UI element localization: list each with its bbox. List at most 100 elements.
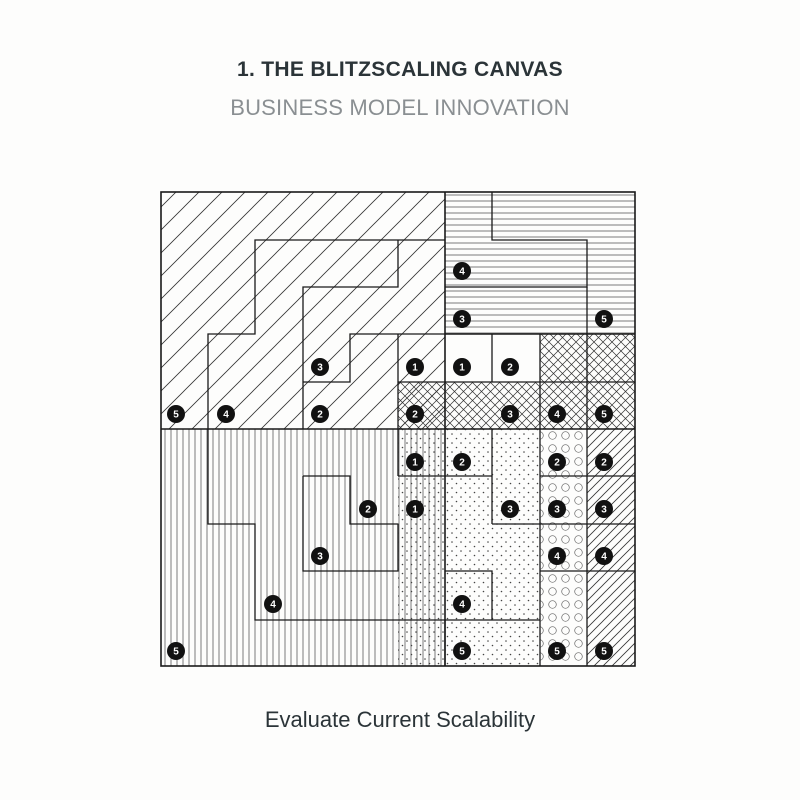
badge-number: 2 xyxy=(507,363,513,374)
badge-number: 1 xyxy=(412,458,418,469)
step-badge-3: 3 xyxy=(311,358,329,376)
step-badge-4: 4 xyxy=(217,405,235,423)
badge-circle xyxy=(453,358,471,376)
badge-circle xyxy=(548,405,566,423)
badge-number: 5 xyxy=(601,315,607,326)
badge-number: 4 xyxy=(459,600,465,611)
badge-circle xyxy=(264,595,282,613)
step-badge-5: 5 xyxy=(595,405,613,423)
badge-circle xyxy=(501,500,519,518)
badge-number: 2 xyxy=(412,410,418,421)
crosshatch-region-center xyxy=(398,382,540,429)
badge-circle xyxy=(406,453,424,471)
badge-number: 3 xyxy=(507,505,513,516)
badge-circle xyxy=(501,358,519,376)
step-badge-5: 5 xyxy=(595,642,613,660)
badge-circle xyxy=(453,642,471,660)
step-badge-5: 5 xyxy=(595,310,613,328)
badge-number: 3 xyxy=(317,363,323,374)
badge-circle xyxy=(453,595,471,613)
badge-circle xyxy=(548,642,566,660)
badge-number: 5 xyxy=(173,410,179,421)
badge-number: 2 xyxy=(554,458,560,469)
badge-circle xyxy=(595,642,613,660)
badge-circle xyxy=(217,405,235,423)
badge-circle xyxy=(311,405,329,423)
canvas-subtitle: BUSINESS MODEL INNOVATION xyxy=(230,95,570,120)
badge-circle xyxy=(167,642,185,660)
step-badge-2: 2 xyxy=(311,405,329,423)
badge-number: 4 xyxy=(554,410,560,421)
badge-number: 4 xyxy=(554,552,560,563)
step-badge-1: 1 xyxy=(406,500,424,518)
dotted-region xyxy=(398,429,540,666)
step-badge-3: 3 xyxy=(595,500,613,518)
badge-circle xyxy=(311,358,329,376)
badge-circle xyxy=(548,547,566,565)
step-badge-3: 3 xyxy=(311,547,329,565)
badge-number: 3 xyxy=(459,315,465,326)
step-badge-1: 1 xyxy=(453,358,471,376)
badge-circle xyxy=(359,500,377,518)
badge-number: 4 xyxy=(459,267,465,278)
step-badge-2: 2 xyxy=(406,405,424,423)
step-badge-4: 4 xyxy=(264,595,282,613)
fine-diagonal-column xyxy=(587,429,635,666)
badge-circle xyxy=(406,405,424,423)
step-badge-2: 2 xyxy=(595,453,613,471)
canvas-title: 1. THE BLITZSCALING CANVAS xyxy=(237,58,563,81)
step-badge-1: 1 xyxy=(406,358,424,376)
badge-circle xyxy=(548,500,566,518)
badge-number: 3 xyxy=(554,505,560,516)
step-badge-4: 4 xyxy=(548,547,566,565)
badge-circle xyxy=(595,310,613,328)
badge-circle xyxy=(548,453,566,471)
step-badge-3: 3 xyxy=(548,500,566,518)
badge-circle xyxy=(595,500,613,518)
badge-number: 5 xyxy=(554,647,560,658)
step-badge-5: 5 xyxy=(453,642,471,660)
badge-number: 5 xyxy=(601,410,607,421)
step-badge-4: 4 xyxy=(453,595,471,613)
badge-circle xyxy=(595,547,613,565)
badge-number: 3 xyxy=(601,505,607,516)
step-badge-3: 3 xyxy=(453,310,471,328)
badge-number: 2 xyxy=(601,458,607,469)
step-badge-5: 5 xyxy=(548,642,566,660)
badge-number: 3 xyxy=(507,410,513,421)
step-badge-2: 2 xyxy=(453,453,471,471)
step-badge-5: 5 xyxy=(167,405,185,423)
step-badge-2: 2 xyxy=(359,500,377,518)
badge-circle xyxy=(595,453,613,471)
badge-number: 1 xyxy=(459,363,465,374)
badge-circle xyxy=(453,262,471,280)
badge-number: 3 xyxy=(317,552,323,563)
circles-column xyxy=(540,429,587,666)
badge-number: 5 xyxy=(601,647,607,658)
badge-number: 5 xyxy=(173,647,179,658)
badge-circle xyxy=(406,500,424,518)
badge-number: 5 xyxy=(459,647,465,658)
step-badge-2: 2 xyxy=(548,453,566,471)
badge-circle xyxy=(595,405,613,423)
badge-number: 2 xyxy=(317,410,323,421)
badge-number: 1 xyxy=(412,505,418,516)
step-badge-3: 3 xyxy=(501,405,519,423)
badge-number: 2 xyxy=(459,458,465,469)
badge-circle xyxy=(406,358,424,376)
step-badge-2: 2 xyxy=(501,358,519,376)
step-badge-3: 3 xyxy=(501,500,519,518)
step-badge-1: 1 xyxy=(406,453,424,471)
badge-number: 1 xyxy=(412,363,418,374)
badge-number: 4 xyxy=(223,410,229,421)
badge-layer: 435123125422345122221333344445555 xyxy=(167,262,613,660)
badge-number: 4 xyxy=(270,600,276,611)
badge-circle xyxy=(453,310,471,328)
badge-circle xyxy=(167,405,185,423)
step-badge-4: 4 xyxy=(548,405,566,423)
step-badge-4: 4 xyxy=(595,547,613,565)
badge-number: 2 xyxy=(365,505,371,516)
step-badge-5: 5 xyxy=(167,642,185,660)
badge-circle xyxy=(501,405,519,423)
